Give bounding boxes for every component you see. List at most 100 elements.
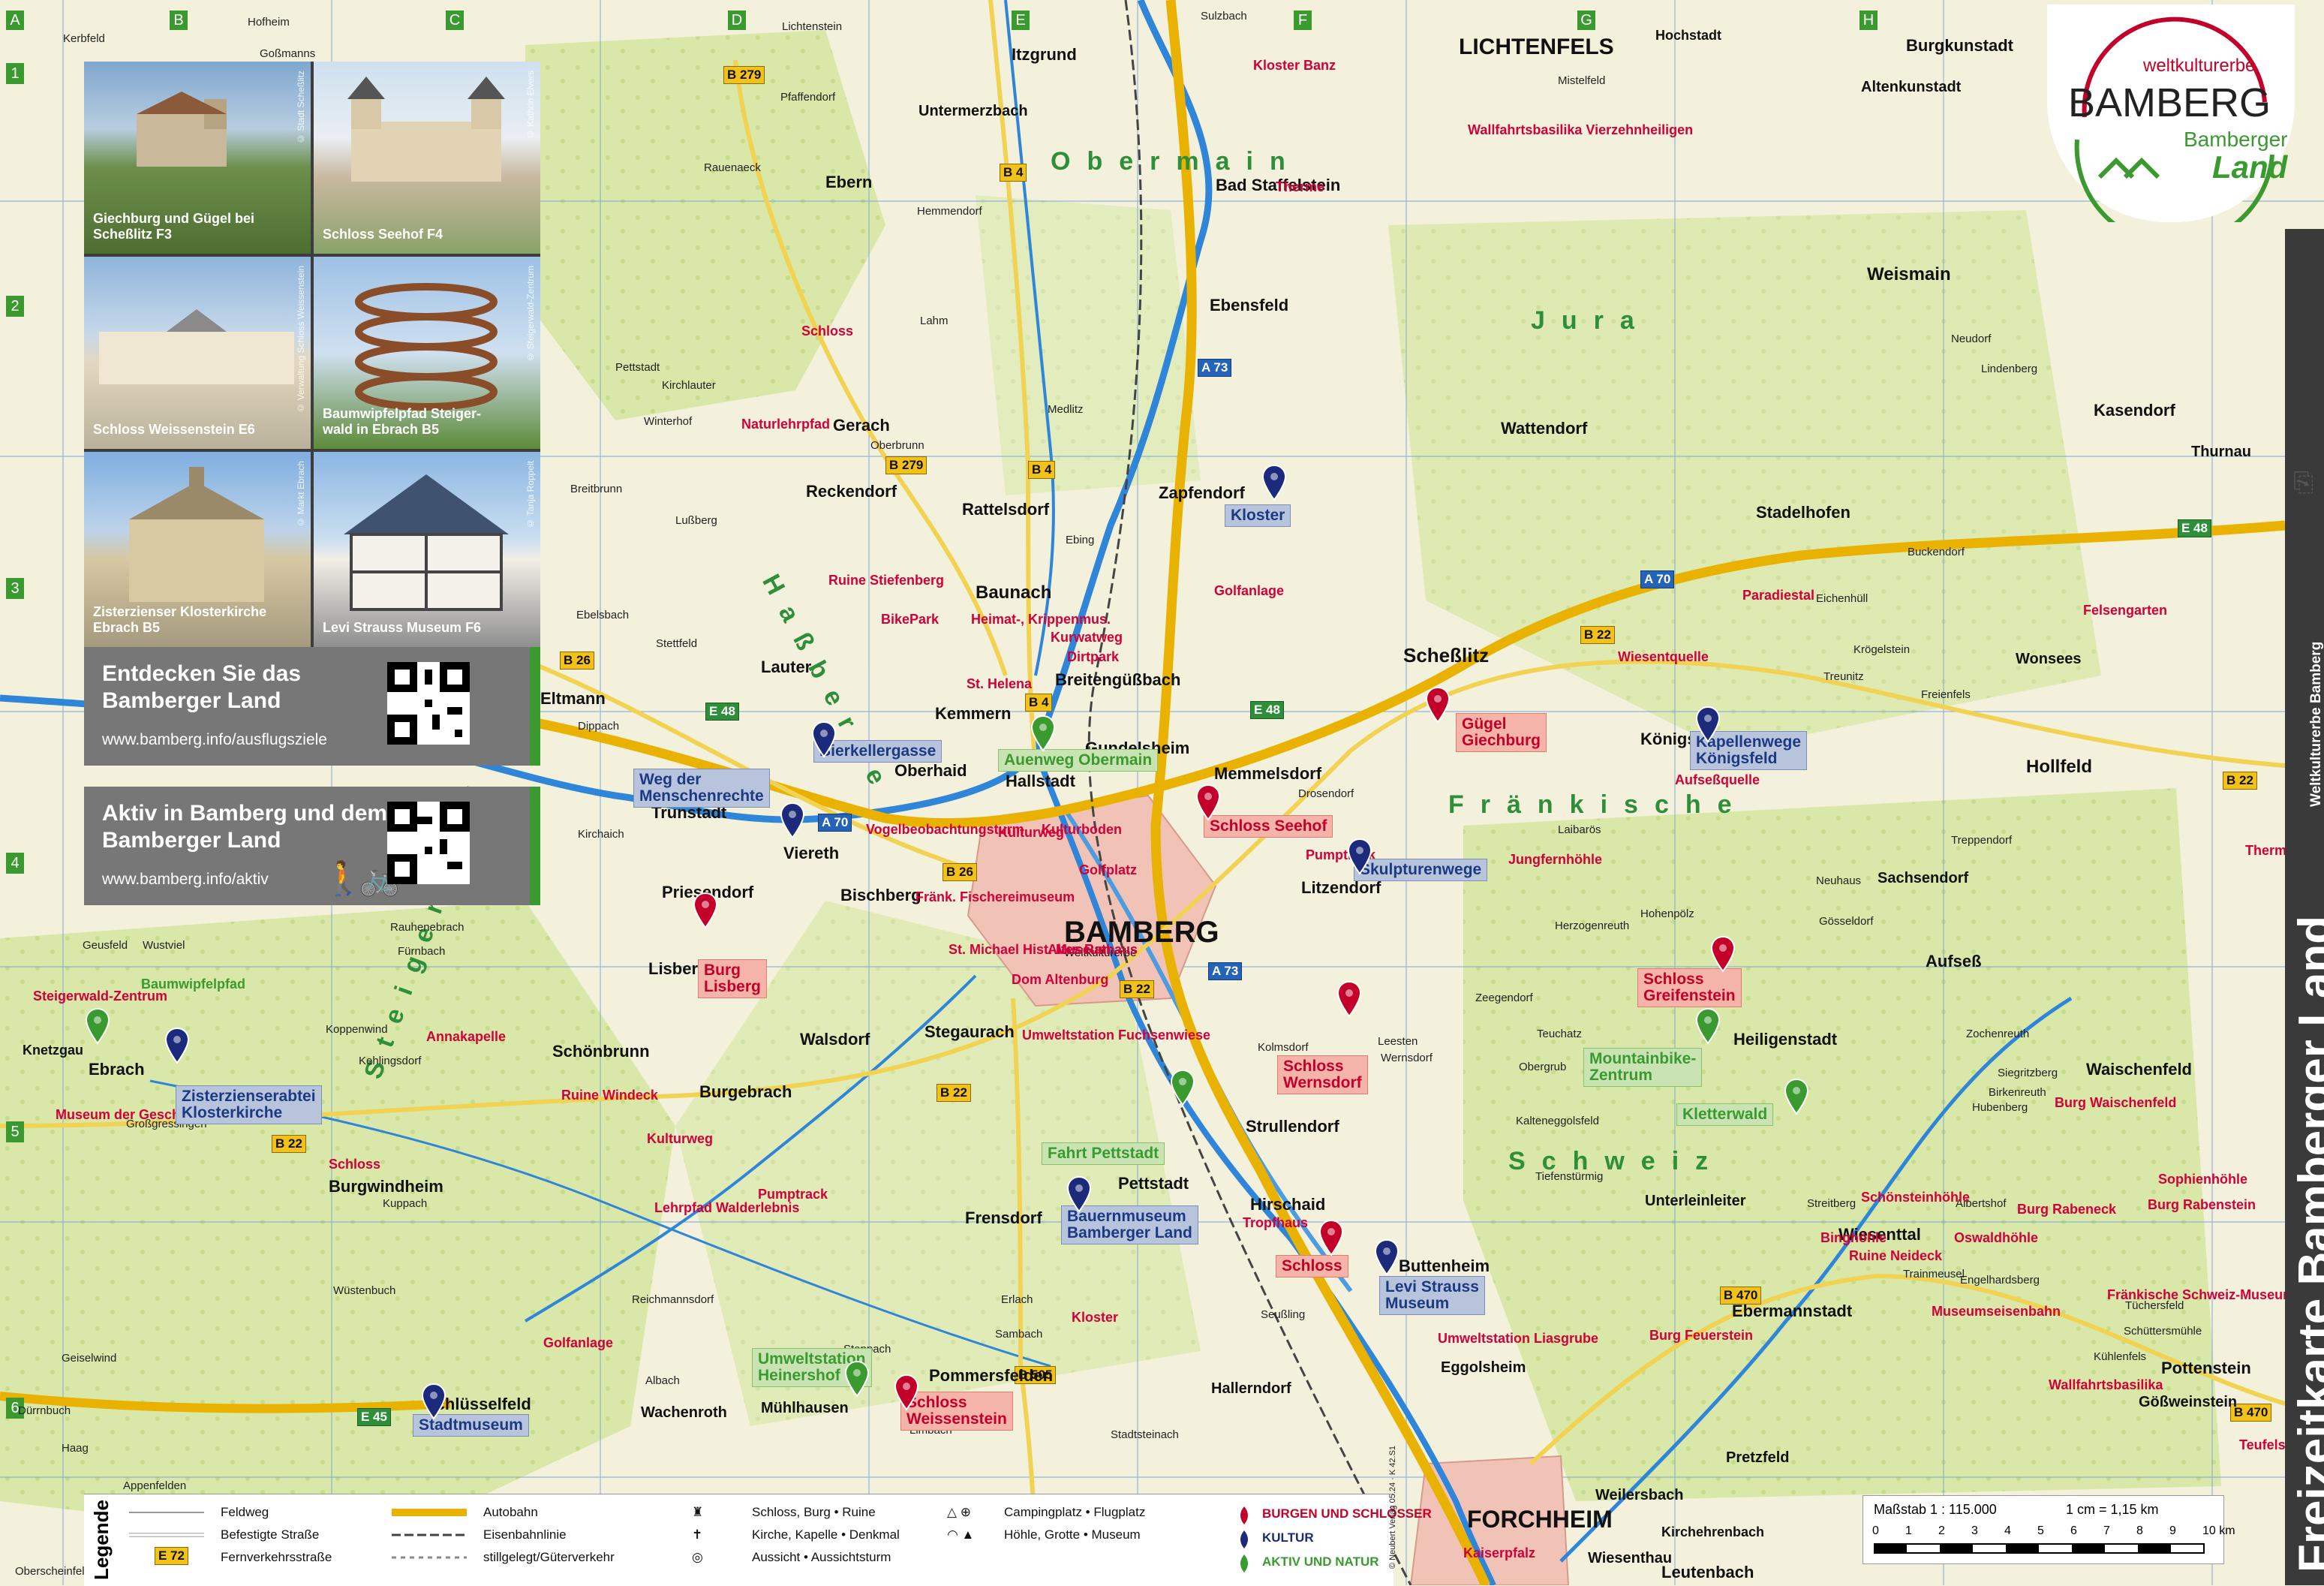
town-label[interactable]: Wiesenthau — [1588, 1550, 1673, 1566]
town-label[interactable]: Breitengüßbach — [1055, 670, 1181, 689]
poi-label[interactable]: Golfanlage — [1214, 583, 1285, 598]
village-label[interactable]: Haag — [62, 1442, 89, 1455]
road-shield[interactable]: B 4 — [1028, 461, 1056, 479]
highlight-box[interactable]: Auenweg Obermain — [998, 749, 1159, 772]
map-pin-icon[interactable] — [1318, 1219, 1345, 1256]
poi-label[interactable]: Kulturweg — [647, 1131, 713, 1146]
promo-aktiv[interactable]: Aktiv in Bamberg und dem Bamberger Land … — [84, 787, 540, 905]
village-label[interactable]: Krögelstein — [1853, 643, 1911, 656]
village-label[interactable]: Eichenhüll — [1816, 592, 1869, 605]
village-label[interactable]: Rauhenebrach — [390, 921, 464, 934]
poi-label[interactable]: BikePark — [881, 612, 940, 627]
town-label[interactable]: Wattendorf — [1501, 419, 1588, 438]
town-label[interactable]: Untermerzbach — [918, 103, 1028, 119]
town-label[interactable]: Reckendorf — [806, 482, 897, 501]
town-label[interactable]: Oberhaid — [894, 761, 967, 780]
poi-label[interactable]: Kulturweg — [998, 825, 1064, 840]
poi-label[interactable]: Therme — [1276, 179, 1325, 194]
town-label[interactable]: Viereth — [783, 844, 840, 862]
town-label[interactable]: Thurnau — [2191, 444, 2251, 460]
poi-label[interactable]: Sophienhöhle — [2158, 1172, 2247, 1187]
town-label[interactable]: Eltmann — [540, 689, 606, 708]
poi-label[interactable]: Aufseßquelle — [1675, 772, 1760, 787]
village-label[interactable]: Siegritzberg — [1998, 1067, 2058, 1079]
village-label[interactable]: Tiefenstürmig — [1535, 1170, 1604, 1183]
town-label[interactable]: Strullendorf — [1246, 1117, 1339, 1136]
village-label[interactable]: Neuhaus — [1816, 874, 1862, 887]
town-label[interactable]: Burgebrach — [699, 1082, 792, 1101]
town-label[interactable]: Altenkunstadt — [1861, 79, 1962, 95]
highlight-box[interactable]: Kloster — [1225, 504, 1291, 528]
town-label[interactable]: Heiligenstadt — [1733, 1030, 1838, 1049]
poi-label[interactable]: Tropfhaus — [1243, 1215, 1309, 1230]
highlight-box[interactable]: Mountainbike- Zentrum — [1583, 1048, 1703, 1088]
town-label[interactable]: Trunstadt — [651, 803, 727, 822]
poi-label[interactable]: Wiesentquelle — [1618, 649, 1709, 664]
village-label[interactable]: Oberscheinfeld — [15, 1565, 91, 1578]
village-label[interactable]: Lahm — [920, 314, 949, 327]
village-label[interactable]: Koppenwind — [326, 1023, 388, 1036]
map-pin-icon[interactable] — [164, 1027, 191, 1064]
highlight-box[interactable]: Schloss Wernsdorf — [1277, 1055, 1368, 1095]
village-label[interactable]: Lußberg — [675, 514, 717, 527]
village-label[interactable]: Tüchersfeld — [2125, 1299, 2184, 1312]
photo-levi-strauss-museum[interactable]: Levi Strauss Museum F6 © Tanja Roppelt — [314, 452, 540, 647]
poi-label[interactable]: Golfplatz — [1079, 862, 1137, 877]
poi-label[interactable]: Kaiserpfalz — [1463, 1545, 1536, 1560]
map-pin-icon[interactable] — [1169, 1069, 1196, 1106]
highlight-box[interactable]: Stadtmuseum — [413, 1414, 529, 1437]
village-label[interactable]: Obergrub — [1519, 1061, 1567, 1073]
town-label[interactable]: Pettstadt — [1118, 1174, 1189, 1193]
poi-label[interactable]: Kloster — [1072, 1310, 1119, 1325]
village-label[interactable]: Reichmannsdorf — [632, 1293, 714, 1306]
page-flip-icon[interactable]: ⎘ — [2293, 468, 2314, 497]
village-label[interactable]: Fürnbach — [398, 945, 446, 958]
town-label[interactable]: LICHTENFELS — [1459, 35, 1614, 59]
qr-code-icon[interactable] — [387, 802, 470, 884]
town-label[interactable]: Zapfendorf — [1159, 483, 1245, 502]
highlight-box[interactable]: Burg Lisberg — [698, 959, 767, 999]
village-label[interactable]: Winterhof — [644, 415, 693, 428]
road-shield[interactable]: B 279 — [723, 66, 765, 84]
map-pin-icon[interactable] — [1373, 1238, 1400, 1276]
village-label[interactable]: Albach — [645, 1374, 680, 1387]
town-label[interactable]: Wonsees — [2016, 651, 2082, 667]
road-shield[interactable]: B 22 — [272, 1135, 306, 1153]
map-pin-icon[interactable] — [779, 802, 806, 839]
village-label[interactable]: Breitbrunn — [570, 483, 623, 495]
town-label[interactable]: Baunach — [976, 582, 1052, 603]
town-label[interactable]: Hochstadt — [1655, 28, 1722, 43]
road-shield[interactable]: B 26 — [560, 652, 594, 670]
village-label[interactable]: Kirchaich — [578, 828, 624, 841]
poi-label[interactable]: Fränk. Fischereimuseum — [915, 889, 1075, 904]
highlight-box[interactable]: Gügel Giechburg — [1456, 713, 1547, 753]
poi-label[interactable]: Altes Rathaus — [1048, 942, 1138, 957]
town-label[interactable]: Weilersbach — [1595, 1487, 1684, 1503]
poi-label[interactable]: St. Michael Hist. Museum — [949, 942, 1111, 957]
poi-label[interactable]: Burg Rabenstein — [2148, 1197, 2256, 1212]
map-pin-icon[interactable] — [1709, 935, 1736, 973]
town-label[interactable]: Pottenstein — [2161, 1359, 2251, 1377]
road-shield[interactable]: A 73 — [1208, 962, 1243, 980]
village-label[interactable]: Drosendorf — [1298, 787, 1354, 800]
map-pin-icon[interactable] — [843, 1360, 870, 1398]
village-label[interactable]: Kerbfeld — [63, 32, 105, 45]
poi-label[interactable]: Dirtpark — [1067, 649, 1120, 664]
village-label[interactable]: Stadtsteinach — [1111, 1428, 1179, 1441]
poi-label[interactable]: Vogelbeobachtungsturm — [866, 822, 1024, 837]
town-label[interactable]: Itzgrund — [1012, 45, 1077, 64]
town-label[interactable]: Ebensfeld — [1210, 296, 1289, 314]
road-shield[interactable]: B 22 — [1120, 980, 1154, 998]
village-label[interactable]: Ebelsbach — [576, 609, 630, 621]
poi-label[interactable]: Umweltstation Liasgrube — [1438, 1331, 1599, 1346]
town-label[interactable]: Schönbrunn — [552, 1042, 650, 1061]
photo-giechburg[interactable]: Giechburg und Gügel bei Scheßlitz F3 © S… — [84, 62, 311, 254]
village-label[interactable]: Zochenreuth — [1966, 1028, 2030, 1040]
town-label[interactable]: Weismain — [1867, 264, 1951, 284]
poi-label[interactable]: Jungfernhöhle — [1508, 852, 1602, 867]
village-label[interactable]: Stettfeld — [656, 637, 698, 650]
town-label[interactable]: Bad Staffelstein — [1216, 176, 1341, 194]
town-label[interactable]: Wiesenttal — [1838, 1225, 1921, 1244]
village-label[interactable]: Wustviel — [143, 939, 185, 952]
poi-label[interactable]: Umweltstation Fuchsenwiese — [1022, 1028, 1211, 1043]
